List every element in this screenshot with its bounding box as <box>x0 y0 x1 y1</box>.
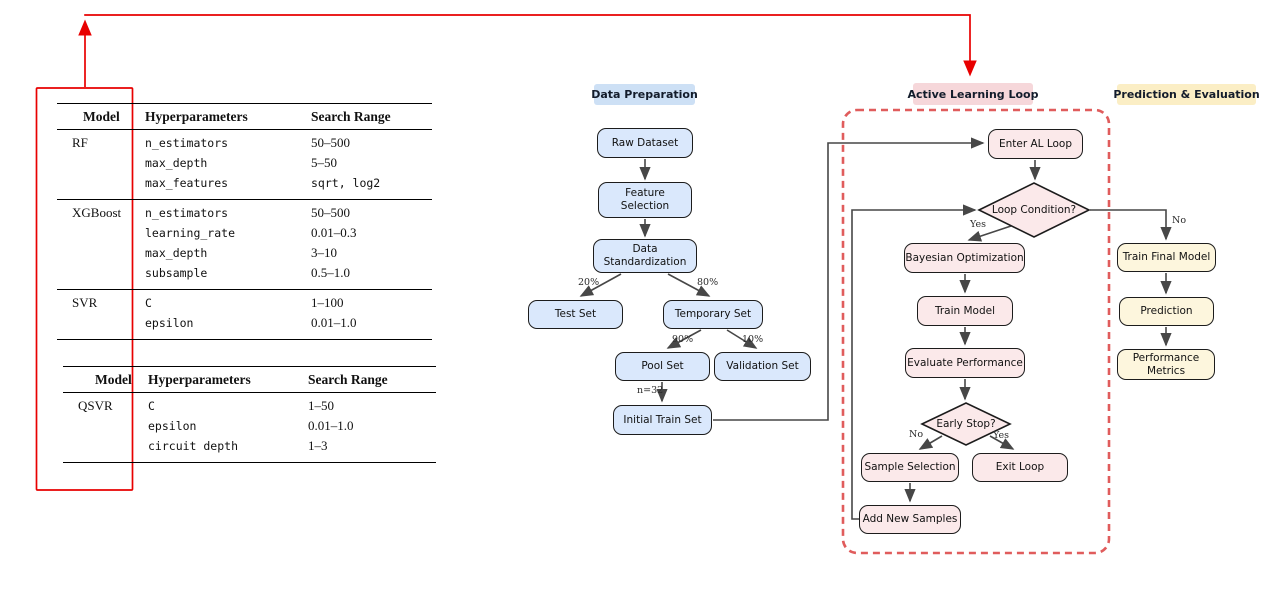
edge-label-80pct: 80% <box>697 277 719 288</box>
flow-arrows <box>579 137 1172 520</box>
col-header-search-range: Search Range <box>311 109 391 124</box>
model-name: RF <box>72 135 88 150</box>
param-cell: n_estimators <box>145 206 229 220</box>
param-cell: C <box>145 296 152 310</box>
node-add-new-samples: Add New Samples <box>859 505 961 534</box>
node-early-stop-label: Early Stop? <box>936 418 996 430</box>
node-exit-loop: Exit Loop <box>972 453 1068 482</box>
edge-label-early-no: No <box>909 429 924 440</box>
table-group-qsvr: QSVR C epsilon circuit depth 1–50 0.01–1… <box>63 393 436 462</box>
range-cell: sqrt, log2 <box>311 176 381 190</box>
range-cell: 0.01–1.0 <box>311 315 357 330</box>
param-cell: max_depth <box>145 246 208 260</box>
node-performance-metrics: Performance Metrics <box>1117 349 1215 380</box>
node-temporary-set: Temporary Set <box>663 300 763 329</box>
col-header-search-range: Search Range <box>308 372 388 387</box>
range-cell: 50–500 <box>311 135 350 150</box>
node-data-standardization: Data Standardization <box>593 239 697 273</box>
range-cell: 50–500 <box>311 205 350 220</box>
param-cell: circuit depth <box>148 439 239 453</box>
badge-prediction-evaluation: Prediction & Evaluation <box>1113 84 1260 105</box>
node-raw-dataset: Raw Dataset <box>597 128 693 158</box>
range-cell: 0.5–1.0 <box>311 265 350 280</box>
red-arrow-to-al-loop <box>84 14 977 77</box>
edge-label-early-yes: Yes <box>993 430 1009 441</box>
range-cell: 0.01–0.3 <box>311 225 357 240</box>
edge-label-loop-yes: Yes <box>970 219 986 230</box>
edge-label-n32: n=32 <box>637 385 664 396</box>
range-cell: 5–50 <box>311 155 337 170</box>
range-cell: 1–3 <box>308 438 328 453</box>
edge-label-90pct: 90% <box>672 334 694 345</box>
table-header-row: Model Hyperparameters Search Range <box>57 104 432 130</box>
node-prediction: Prediction <box>1119 297 1214 326</box>
edge-label-10pct: 10% <box>742 334 764 345</box>
active-learning-dashed-box <box>841 108 1111 555</box>
range-cell: 3–10 <box>311 245 337 260</box>
badge-active-learning-loop: Active Learning Loop <box>908 83 1039 105</box>
model-name: SVR <box>72 295 98 310</box>
model-name: XGBoost <box>72 205 122 220</box>
table-group-rf: RF n_estimators max_depth max_features 5… <box>57 130 432 199</box>
node-sample-selection: Sample Selection <box>861 453 959 482</box>
col-header-hyperparameters: Hyperparameters <box>148 372 251 387</box>
range-cell: 1–100 <box>311 295 344 310</box>
range-cell: 1–50 <box>308 398 334 413</box>
classical-models-table: Model Hyperparameters Search Range RF n_… <box>57 103 432 340</box>
node-validation-set: Validation Set <box>714 352 811 381</box>
param-cell: epsilon <box>145 316 194 330</box>
edge-label-loop-no: No <box>1172 215 1187 226</box>
param-cell: n_estimators <box>145 136 229 150</box>
node-evaluate-performance: Evaluate Performance <box>905 348 1025 378</box>
param-cell: max_features <box>145 176 229 190</box>
col-header-hyperparameters: Hyperparameters <box>145 109 248 124</box>
node-pool-set: Pool Set <box>615 352 710 381</box>
param-cell: max_depth <box>145 156 208 170</box>
param-cell: learning_rate <box>145 226 236 240</box>
col-header-model: Model <box>83 109 120 124</box>
loop-condition-diamond <box>977 182 1091 238</box>
node-test-set: Test Set <box>528 300 623 329</box>
node-feature-selection: Feature Selection <box>598 182 692 218</box>
table-group-xgboost: XGBoost n_estimators learning_rate max_d… <box>57 199 432 289</box>
param-cell: subsample <box>145 266 208 280</box>
table-group-svr: SVR C epsilon 1–100 0.01–1.0 <box>57 289 432 339</box>
range-cell: 0.01–1.0 <box>308 418 354 433</box>
node-loop-condition-label: Loop Condition? <box>991 204 1077 216</box>
node-bayesian-optimization: Bayesian Optimization <box>904 243 1025 273</box>
node-train-model: Train Model <box>917 296 1013 326</box>
node-initial-train-set: Initial Train Set <box>613 405 712 435</box>
model-name: QSVR <box>78 398 113 413</box>
table-header-row: Model Hyperparameters Search Range <box>63 367 436 393</box>
node-enter-al-loop: Enter AL Loop <box>988 129 1083 159</box>
node-train-final-model: Train Final Model <box>1117 243 1216 272</box>
param-cell: epsilon <box>148 419 197 433</box>
col-header-model: Model <box>95 372 132 387</box>
quantum-model-table: Model Hyperparameters Search Range QSVR … <box>63 366 436 463</box>
badge-data-preparation: Data Preparation <box>591 84 698 105</box>
early-stop-diamond <box>920 402 1012 446</box>
param-cell: C <box>148 399 155 413</box>
edge-label-20pct: 20% <box>578 277 600 288</box>
